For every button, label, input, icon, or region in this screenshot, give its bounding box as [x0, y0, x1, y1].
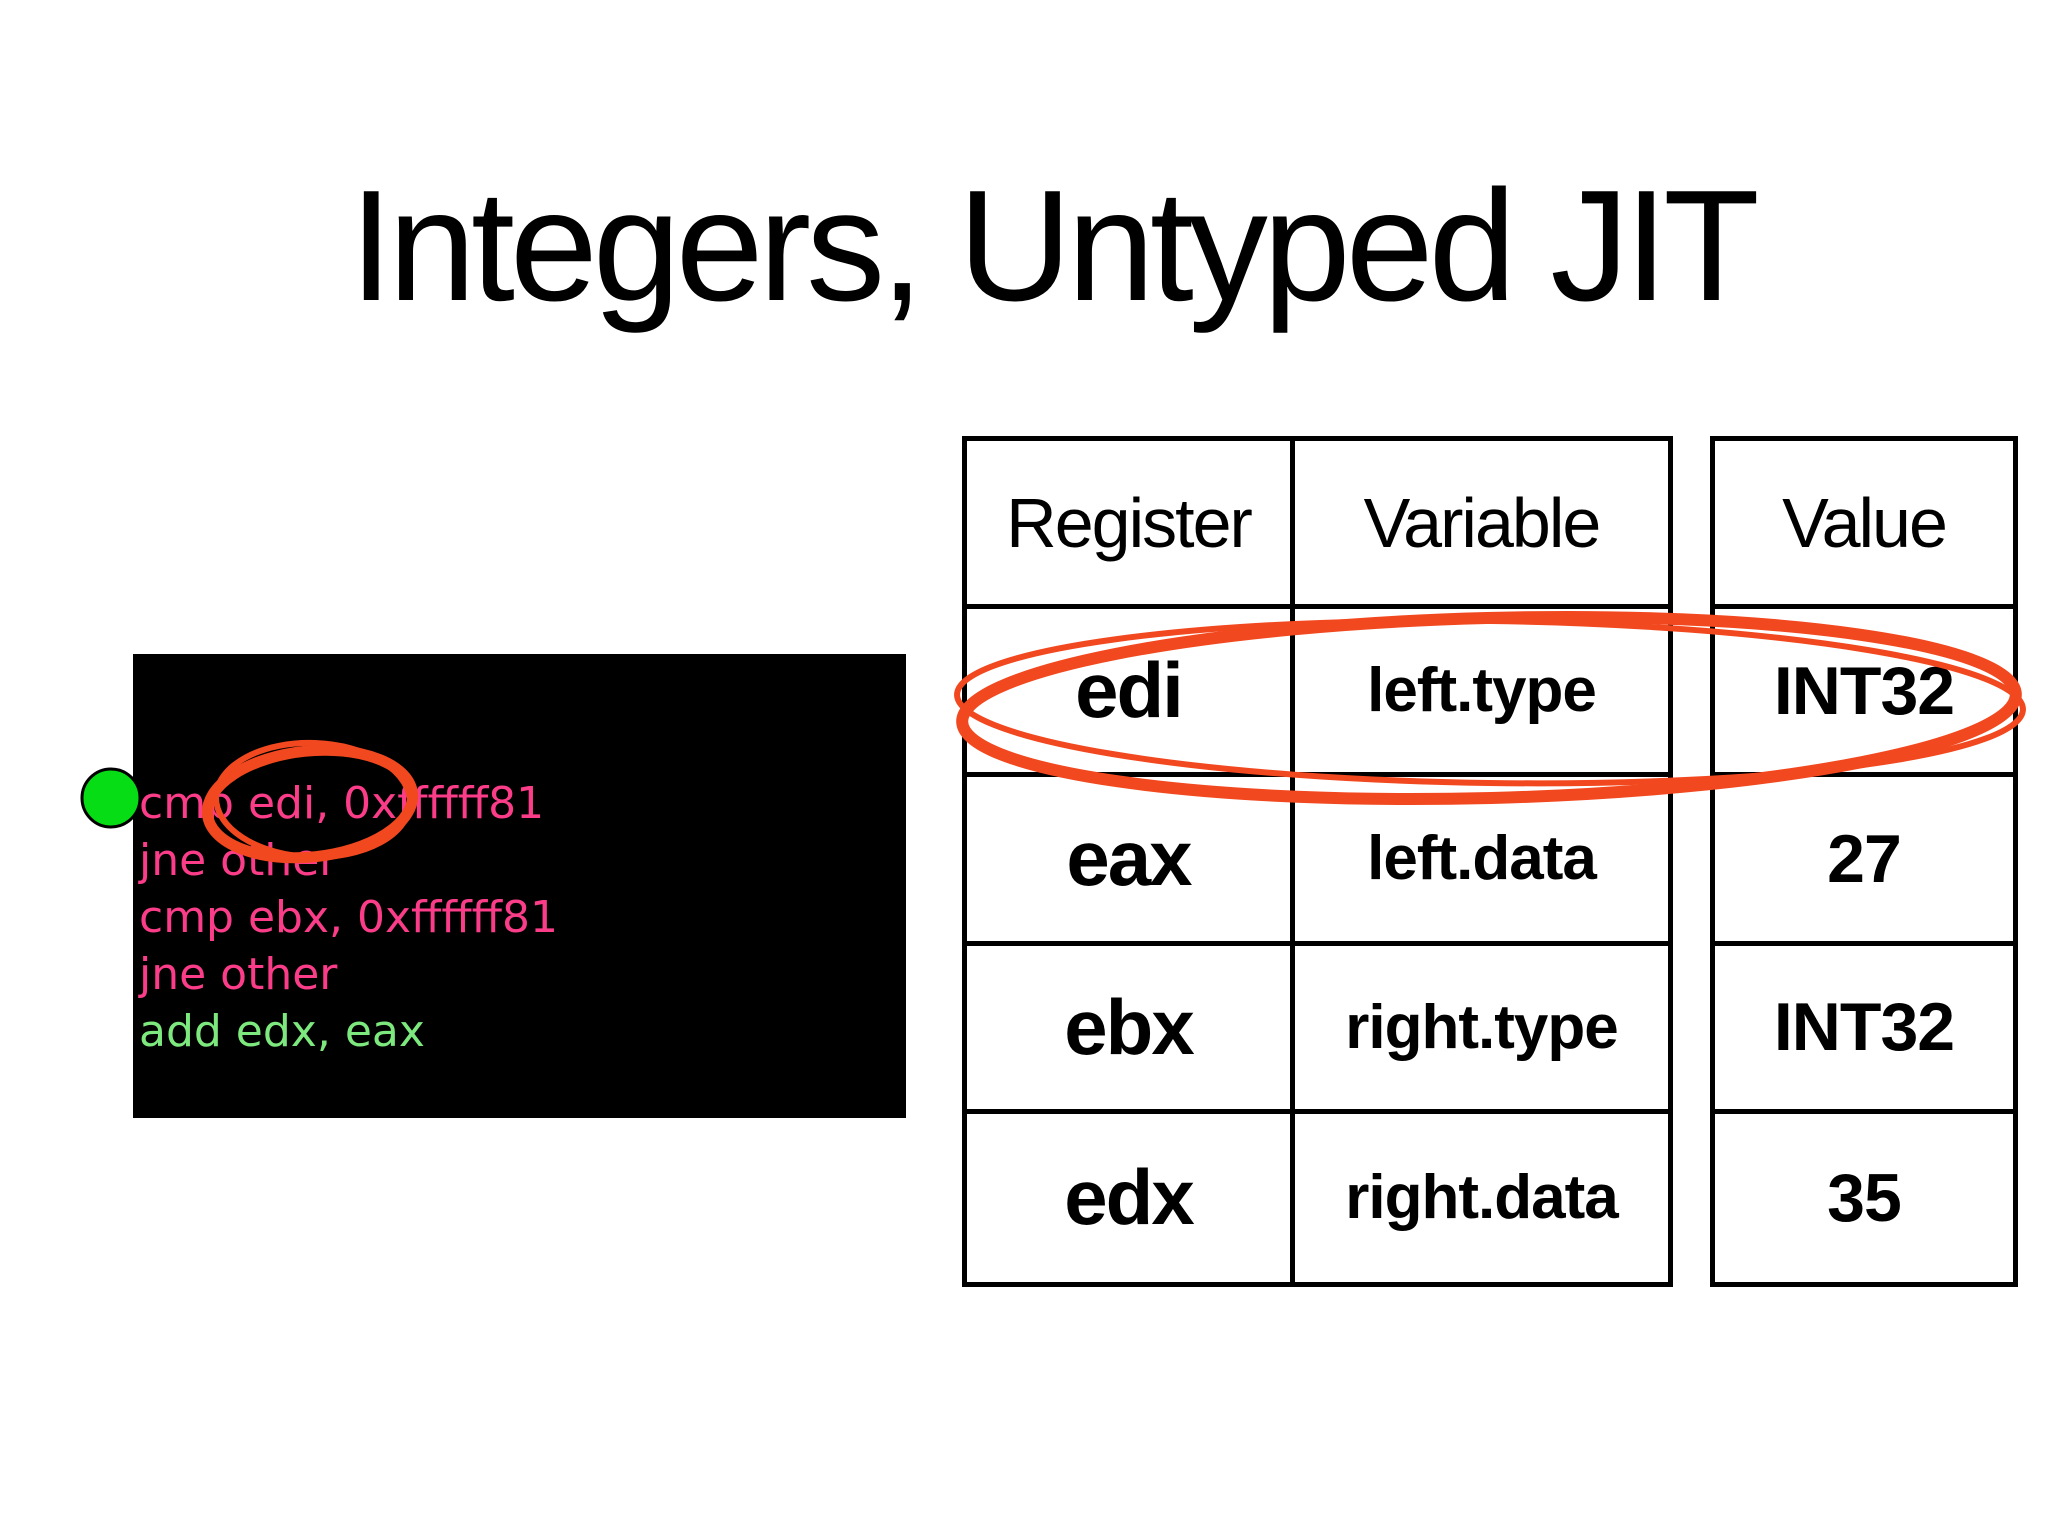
table-cell-value: 27	[1715, 777, 2013, 946]
table-cell-value: 35	[1827, 1159, 1902, 1236]
column-header-value: Value	[1715, 441, 2013, 610]
table-cell-register: edi	[967, 609, 1295, 778]
code-block: cmp edi, 0xffffff81 jne other cmp ebx, 0…	[133, 654, 906, 1118]
table-cell-variable: left.type	[1295, 609, 1668, 778]
value-table: Value INT32 27 INT32 35	[1710, 436, 2018, 1287]
table-cell-register: eax	[967, 777, 1295, 946]
slide-title: Integers, Untyped JIT	[349, 158, 1760, 334]
table-cell-value: INT32	[1715, 946, 2013, 1114]
column-header-variable: Variable	[1295, 441, 1668, 610]
code-line: add edx, eax	[139, 1006, 425, 1057]
table-cell-variable: right.data	[1345, 1163, 1618, 1233]
table-cell-variable: left.data	[1295, 777, 1668, 946]
column-header-register: Register	[967, 441, 1295, 610]
table-cell-variable: right.type	[1295, 946, 1668, 1114]
code-line: cmp ebx, 0xffffff81	[139, 892, 558, 943]
code-line: cmp edi, 0xffffff81	[139, 778, 545, 829]
green-marker-dot	[80, 767, 142, 829]
table-cell-register: edx	[967, 1113, 1295, 1282]
code-line: jne other	[139, 835, 338, 886]
table-cell-value: INT32	[1715, 609, 2013, 778]
table-cell-register: ebx	[967, 945, 1295, 1114]
code-line: jne other	[139, 949, 338, 1000]
register-variable-table: Register Variable edi left.type eax left…	[962, 436, 1673, 1287]
